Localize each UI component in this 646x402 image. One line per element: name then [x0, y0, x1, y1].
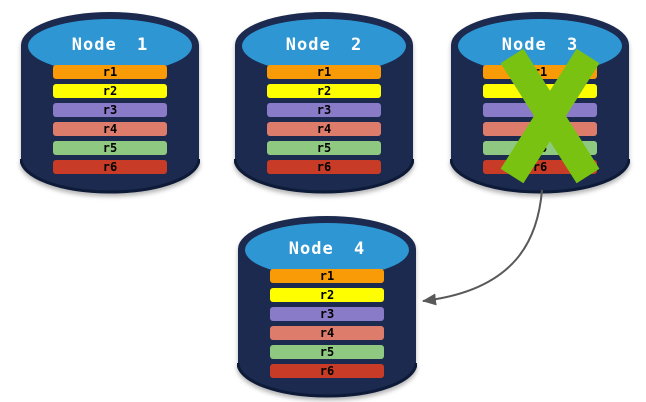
migration-arrow — [422, 189, 543, 306]
replica-label: r3 — [316, 103, 332, 117]
replica-label: r5 — [316, 141, 332, 155]
replica-bar: r4 — [53, 122, 167, 136]
replica-bar: r4 — [267, 122, 381, 136]
replica-label: r6 — [102, 160, 118, 174]
node-2: Node 2 r1 r2 r3 r4 r5 r6 — [234, 8, 414, 194]
node-4: Node 4 r1 r2 r3 r4 r5 r6 — [237, 212, 417, 398]
replica-label: r1 — [316, 65, 332, 79]
replica-label: r4 — [102, 122, 118, 136]
replica-label: r6 — [532, 160, 548, 174]
failure-x-icon — [500, 48, 600, 184]
replica-bar: r6 — [270, 364, 384, 378]
replica-label: r2 — [316, 84, 332, 98]
replica-bar: r3 — [53, 103, 167, 117]
replica-list: r1 r2 r3 r4 r5 r6 — [53, 65, 167, 174]
database-cylinder-icon — [450, 12, 630, 194]
replica-label: r3 — [102, 103, 118, 117]
replica-bar: r2 — [270, 288, 384, 302]
node-title: Node 3 — [501, 35, 579, 55]
replica-label: r4 — [316, 122, 332, 136]
replica-bar: r6 — [53, 160, 167, 174]
node-title: Node 4 — [288, 239, 366, 259]
database-cylinder-icon — [20, 12, 200, 194]
replica-label: r2 — [319, 288, 335, 302]
node-title: Node 1 — [71, 35, 149, 55]
replica-bar: r6 — [267, 160, 381, 174]
node-3: Node 3 r1 r2 r3 r4 r5 r6 — [450, 8, 630, 194]
replica-label: r6 — [316, 160, 332, 174]
replica-list: r1 r2 r3 r4 r5 r6 — [267, 65, 381, 174]
replica-bar: r5 — [270, 345, 384, 359]
replica-label: r5 — [319, 345, 335, 359]
replica-list: r1 r2 r3 r4 r5 r6 — [270, 269, 384, 378]
replica-label: r6 — [319, 364, 335, 378]
replica-bar: r3 — [267, 103, 381, 117]
replica-label: r4 — [319, 326, 335, 340]
replica-bar: r2 — [53, 84, 167, 98]
replica-bar: r4 — [270, 326, 384, 340]
replica-bar: r5 — [267, 141, 381, 155]
replica-bar: r2 — [267, 84, 381, 98]
replica-label: r3 — [319, 307, 335, 321]
replica-bar: r1 — [53, 65, 167, 79]
replica-bar: r3 — [270, 307, 384, 321]
replica-bar: r1 — [270, 269, 384, 283]
database-cylinder-icon — [237, 216, 417, 398]
replica-bar: r5 — [53, 141, 167, 155]
node-1: Node 1 r1 r2 r3 r4 r5 r6 — [20, 8, 200, 194]
node-title: Node 2 — [285, 35, 363, 55]
replica-label: r1 — [319, 269, 335, 283]
replica-label: r2 — [102, 84, 118, 98]
replica-label: r1 — [102, 65, 118, 79]
replica-label: r5 — [102, 141, 118, 155]
replica-bar: r1 — [267, 65, 381, 79]
